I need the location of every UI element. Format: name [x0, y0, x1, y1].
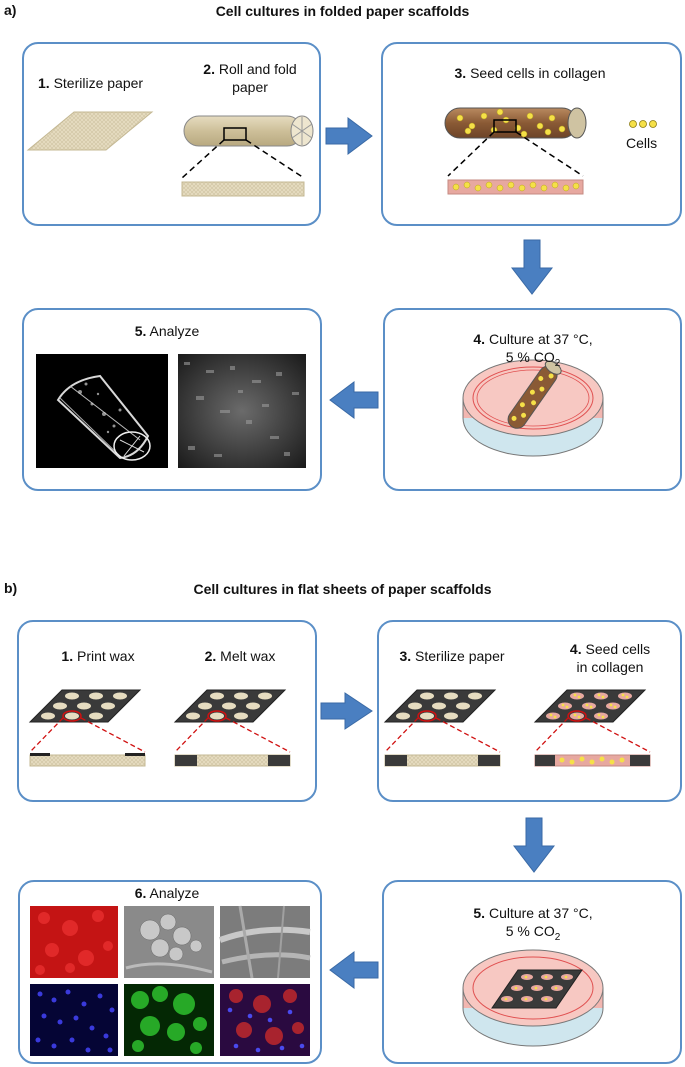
cells-legend-label: Cells [626, 135, 658, 151]
wax-sheet-2 [173, 689, 291, 767]
flat-paper-sheet [26, 111, 154, 151]
step-a5-text: Analyze [149, 323, 200, 339]
seeded-tube [444, 107, 587, 195]
step-b5-text-line2: 5 % CO [505, 923, 555, 939]
step-b5-text: Culture at 37 °C, [488, 905, 593, 921]
step-b1-label: 1. Print wax [48, 647, 148, 665]
step-b6-text: Analyze [149, 885, 200, 901]
step-a5-number: 5. [134, 323, 147, 339]
microscopy-tube-image [36, 354, 168, 468]
fluorescence-blue-image [30, 984, 118, 1056]
rolled-paper-tube [181, 115, 314, 197]
step-a1-text: Sterilize paper [53, 75, 144, 91]
step-b4-number: 4. [569, 641, 582, 657]
step-a3-label: 3. Seed cells in collagen [420, 64, 640, 82]
step-a3-text: Seed cells in collagen [470, 65, 606, 81]
step-b1-text: Print wax [77, 648, 135, 664]
arrow-down-a [510, 239, 554, 295]
step-b2-text: Melt wax [220, 648, 276, 664]
step-b6-number: 6. [134, 885, 147, 901]
fluorescence-red-image [30, 906, 118, 978]
step-a2-label: 2. Roll and fold paper [190, 60, 310, 96]
step-b5-label: 5. Culture at 37 °C, 5 % CO2 [458, 904, 608, 947]
fluorescence-green-image [124, 984, 214, 1056]
section-b-title: Cell cultures in flat sheets of paper sc… [193, 581, 492, 597]
step-b4-label: 4. Seed cells in collagen [555, 640, 665, 676]
sem-image-2 [218, 905, 311, 979]
arrow-left-b [329, 951, 379, 989]
step-a2-text: Roll and fold [218, 61, 297, 77]
arrow-left-a [329, 381, 379, 419]
step-a2-number: 2. [203, 61, 215, 77]
panel-letter-b: b) [4, 580, 18, 596]
step-b6-label: 6. Analyze [122, 884, 212, 902]
petri-dish-a [462, 359, 604, 457]
step-a1-label: 1. Sterilize paper [38, 74, 143, 92]
panel-letter-a: a) [4, 2, 17, 18]
step-b4-text-line2: in collagen [576, 659, 644, 675]
arrow-right-a [325, 117, 373, 155]
step-b1-number: 1. [61, 648, 74, 664]
petri-dish-b [462, 949, 604, 1047]
step-a4-text-line2: 5 % CO [505, 349, 555, 365]
step-b4-text: Seed cells [585, 641, 651, 657]
step-a1-number: 1. [38, 75, 50, 91]
step-b5-number: 5. [473, 905, 486, 921]
step-a4-label: 4. Culture at 37 °C, 5 % CO2 [458, 330, 608, 373]
step-b5-subscript: 2 [554, 931, 561, 943]
step-b2-label: 2. Melt wax [190, 647, 290, 665]
microscopy-sheet-image [178, 354, 306, 468]
step-b3-text: Sterilize paper [415, 648, 505, 664]
step-b3-number: 3. [399, 648, 412, 664]
sem-image-1 [124, 906, 214, 978]
arrow-down-b [512, 817, 556, 873]
cells-legend-icon [629, 120, 657, 128]
section-a-title: Cell cultures in folded paper scaffolds [215, 3, 470, 19]
step-a4-text: Culture at 37 °C, [488, 331, 593, 347]
fluorescence-merged-image [220, 984, 310, 1056]
step-a4-subscript: 2 [554, 357, 561, 369]
wax-sheet-3 [383, 689, 501, 767]
wax-sheet-1 [28, 689, 146, 767]
step-a4-number: 4. [473, 331, 486, 347]
step-b2-number: 2. [204, 648, 217, 664]
step-a5-label: 5. Analyze [122, 322, 212, 340]
wax-sheet-4-seeded [533, 689, 651, 767]
arrow-right-b [320, 692, 373, 730]
step-b3-label: 3. Sterilize paper [392, 647, 512, 665]
step-a3-number: 3. [454, 65, 467, 81]
step-a2-text-line2: paper [232, 79, 268, 95]
